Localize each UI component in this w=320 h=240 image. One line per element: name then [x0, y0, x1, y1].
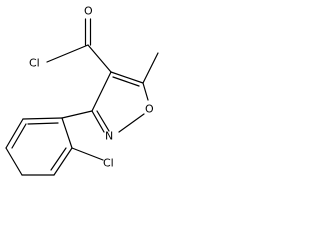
- acyl-chlorine-label: Cl: [29, 57, 40, 70]
- bond-c5-o1: [142, 82, 149, 101]
- bond-phenyl-1: [61, 117, 73, 149]
- bond-o1-n2: [118, 113, 145, 133]
- bond-c5-methyl: [142, 52, 159, 84]
- bonds: [5, 18, 159, 176]
- aryl-chlorine-label: Cl: [103, 157, 114, 170]
- bond-phenyl-5: [5, 118, 24, 149]
- bond-n2-c3-inner: [96, 110, 110, 132]
- bond-c4-c5-inner: [112, 76, 140, 87]
- bond-phenyl-6: [22, 117, 63, 120]
- bond-phenyl-2: [53, 147, 73, 176]
- bond-phenyl-inner-2: [11, 123, 27, 149]
- carbonyl-oxygen-label: O: [84, 5, 93, 18]
- bond-carbonyl-c-cl: [46, 44, 89, 63]
- bond-phenyl-4: [5, 147, 23, 176]
- bond-c4-c5: [110, 71, 144, 84]
- bond-c3-phenyl: [61, 110, 93, 119]
- ring-oxygen-label: O: [145, 103, 154, 116]
- chemical-structure-diagram: O Cl O N Cl: [5, 5, 159, 176]
- atom-labels: O Cl O N Cl: [29, 5, 154, 170]
- bond-n2-c3: [91, 110, 105, 133]
- bond-phenyl-inner-3: [27, 122, 59, 125]
- bond-phenyl-inner-1: [50, 147, 67, 171]
- bond-carbonyl-c-c4: [87, 44, 112, 73]
- ring-nitrogen-label: N: [105, 130, 113, 143]
- bond-aryl-c-cl: [71, 147, 104, 161]
- bond-c3-c4: [91, 71, 112, 112]
